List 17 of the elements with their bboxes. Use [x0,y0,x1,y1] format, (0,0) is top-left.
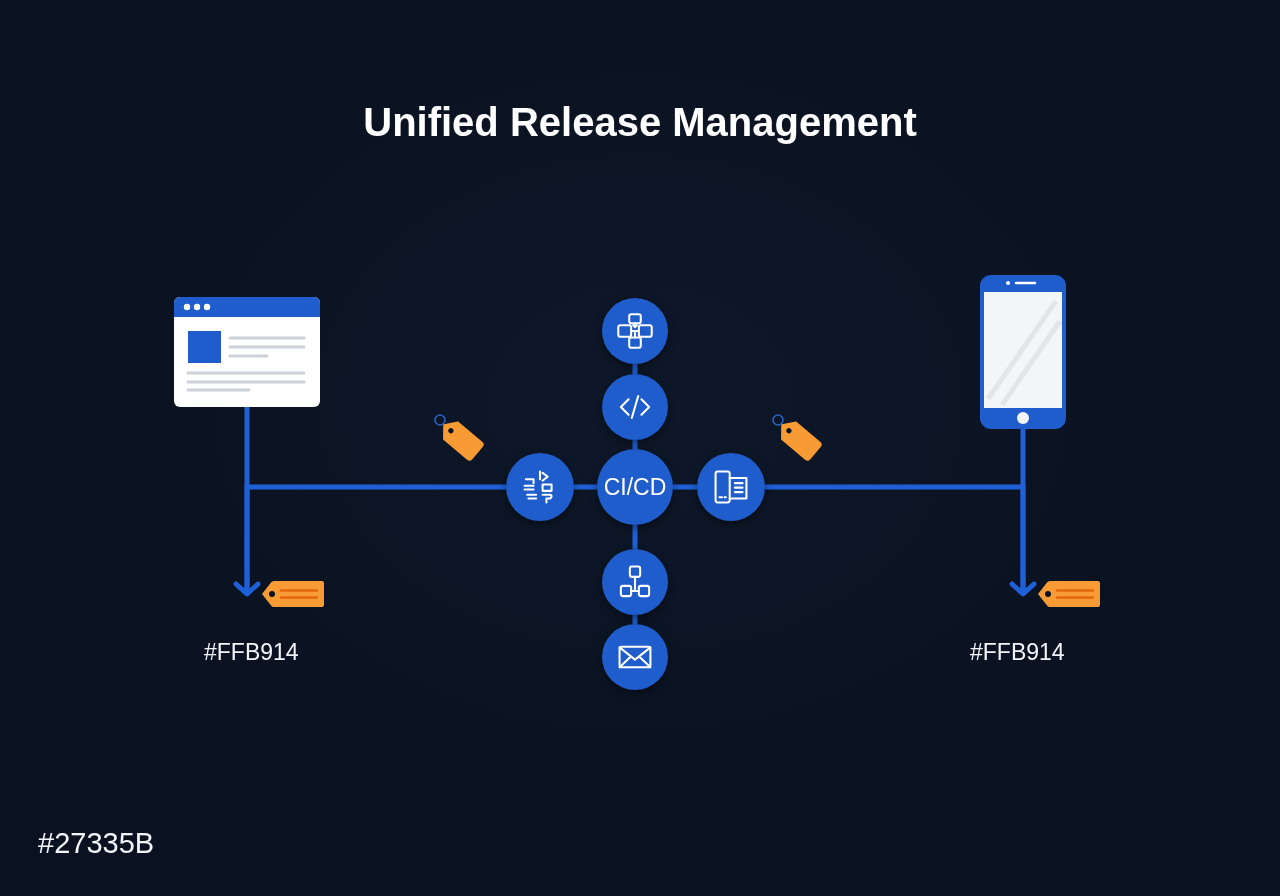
connector-line [574,484,597,490]
diagram-title: Unified Release Management [363,99,917,146]
connector-line [632,364,638,374]
tag-icon [1037,580,1101,608]
arrow [765,484,1037,597]
connector-line [632,440,638,449]
browser-window-illustration [174,297,320,407]
connector-line [673,484,697,490]
color-code-label: #FFB914 [970,639,1065,667]
color-code-label: #FFB914 [204,639,299,667]
connector-line [632,525,638,549]
color-code-label: #27335B [38,826,155,861]
tag-icon [261,580,325,608]
smartphone-illustration [980,275,1066,429]
node-label: CI/CD [603,473,667,501]
arrow [233,484,506,597]
connector-line [632,615,638,624]
